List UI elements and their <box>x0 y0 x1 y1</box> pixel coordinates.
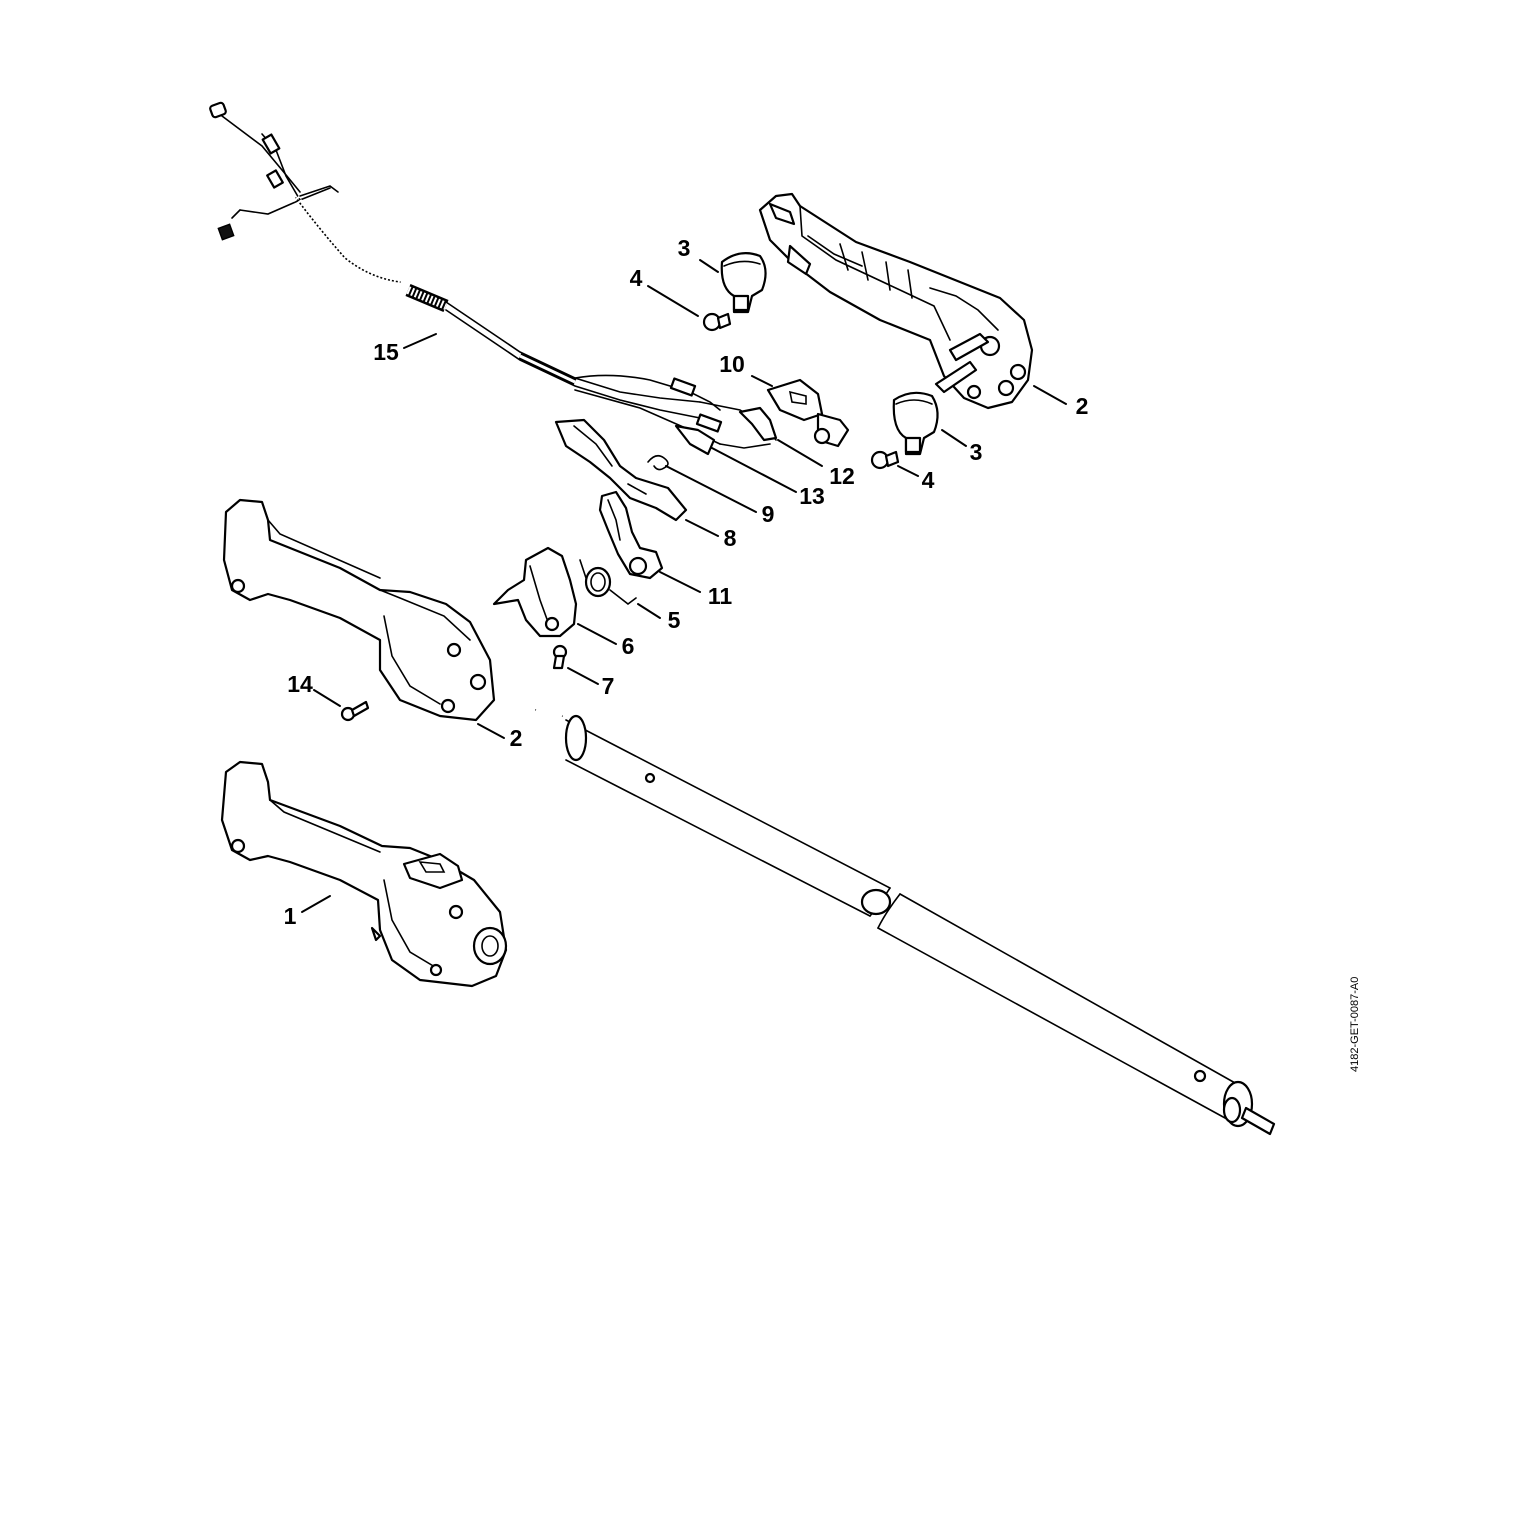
callout-7: 7 <box>602 673 615 699</box>
part-4-screw-upper <box>702 312 732 332</box>
part-9-spring <box>647 454 669 471</box>
drawing-code: 4182-GET-0087-A0 <box>1349 977 1361 1072</box>
callout-2-right: 2 <box>1076 393 1089 419</box>
part-4-screw-lower <box>870 450 900 470</box>
leader-lines <box>301 259 1067 913</box>
part-10-button <box>766 378 850 448</box>
callout-15: 15 <box>373 339 399 365</box>
part-6-lever-housing <box>492 546 578 638</box>
callout-12: 12 <box>829 463 855 489</box>
part-3-clamp-lower <box>892 391 939 456</box>
callout-2-left: 2 <box>510 725 523 751</box>
part-13-bracket <box>674 424 716 456</box>
callout-6: 6 <box>622 633 635 659</box>
callout-9: 9 <box>762 501 775 527</box>
part-2-handle-half-right <box>758 192 1034 410</box>
part-15-cable-harness <box>209 101 777 449</box>
callout-10: 10 <box>719 351 745 377</box>
part-14-screw <box>340 700 370 722</box>
part-7-screw <box>552 644 568 670</box>
callout-8: 8 <box>724 525 737 551</box>
part-2-handle-half-left <box>222 498 496 722</box>
callout-13: 13 <box>799 483 825 509</box>
callout-3-upper: 3 <box>678 235 691 261</box>
part-11-lever <box>598 490 664 580</box>
callout-1: 1 <box>284 903 297 929</box>
part-8-trigger <box>554 418 688 522</box>
callout-14: 14 <box>287 671 313 697</box>
callout-4-lower: 4 <box>922 467 935 493</box>
callout-5: 5 <box>668 607 681 633</box>
part-5-spring <box>579 559 637 606</box>
drive-tube <box>535 708 1276 1136</box>
part-12-clip <box>738 406 778 442</box>
part-3-clamp-upper <box>720 251 767 314</box>
callouts: 1 2 2 3 3 4 4 5 6 7 8 9 10 11 12 13 14 1… <box>284 235 1089 929</box>
callout-4-upper: 4 <box>630 265 643 291</box>
part-1-handle-assembly <box>220 760 508 988</box>
callout-3-lower: 3 <box>970 439 983 465</box>
callout-11: 11 <box>708 583 733 609</box>
